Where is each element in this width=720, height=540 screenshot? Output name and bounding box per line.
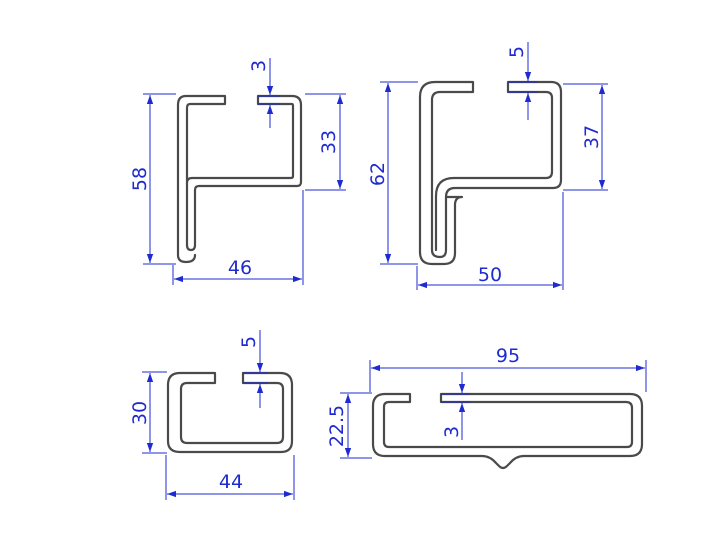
profile-2-width-label: 50 xyxy=(478,264,502,286)
profile-4: 95 22.5 3 xyxy=(326,345,647,470)
profile-2-gap-label: 5 xyxy=(506,46,528,58)
profile-1-width-label: 46 xyxy=(228,257,252,279)
profile-3-outline xyxy=(166,371,294,454)
profile-2-height-label: 62 xyxy=(367,162,389,186)
profile-3-gap-label: 5 xyxy=(238,336,260,348)
profile-2: 50 62 37 5 xyxy=(367,42,608,290)
profile-4-height-label: 22.5 xyxy=(326,405,348,447)
profile-1: 46 58 33 3 xyxy=(129,58,346,285)
profile-3: 44 30 5 xyxy=(129,330,295,500)
profile-2-outline xyxy=(418,80,563,266)
profile-1-lip-label: 33 xyxy=(318,130,340,154)
profile-2-lip-label: 37 xyxy=(581,125,603,149)
profile-4-width-label: 95 xyxy=(496,345,520,367)
profile-4-gap-label: 3 xyxy=(441,426,463,438)
profile-1-outline xyxy=(176,94,303,264)
profile-4-outline xyxy=(371,392,644,470)
profile-3-width-label: 44 xyxy=(219,471,243,493)
profile-1-gap-label: 3 xyxy=(248,60,270,72)
profile-3-height-label: 30 xyxy=(129,401,151,425)
profile-1-height-label: 58 xyxy=(129,167,151,191)
